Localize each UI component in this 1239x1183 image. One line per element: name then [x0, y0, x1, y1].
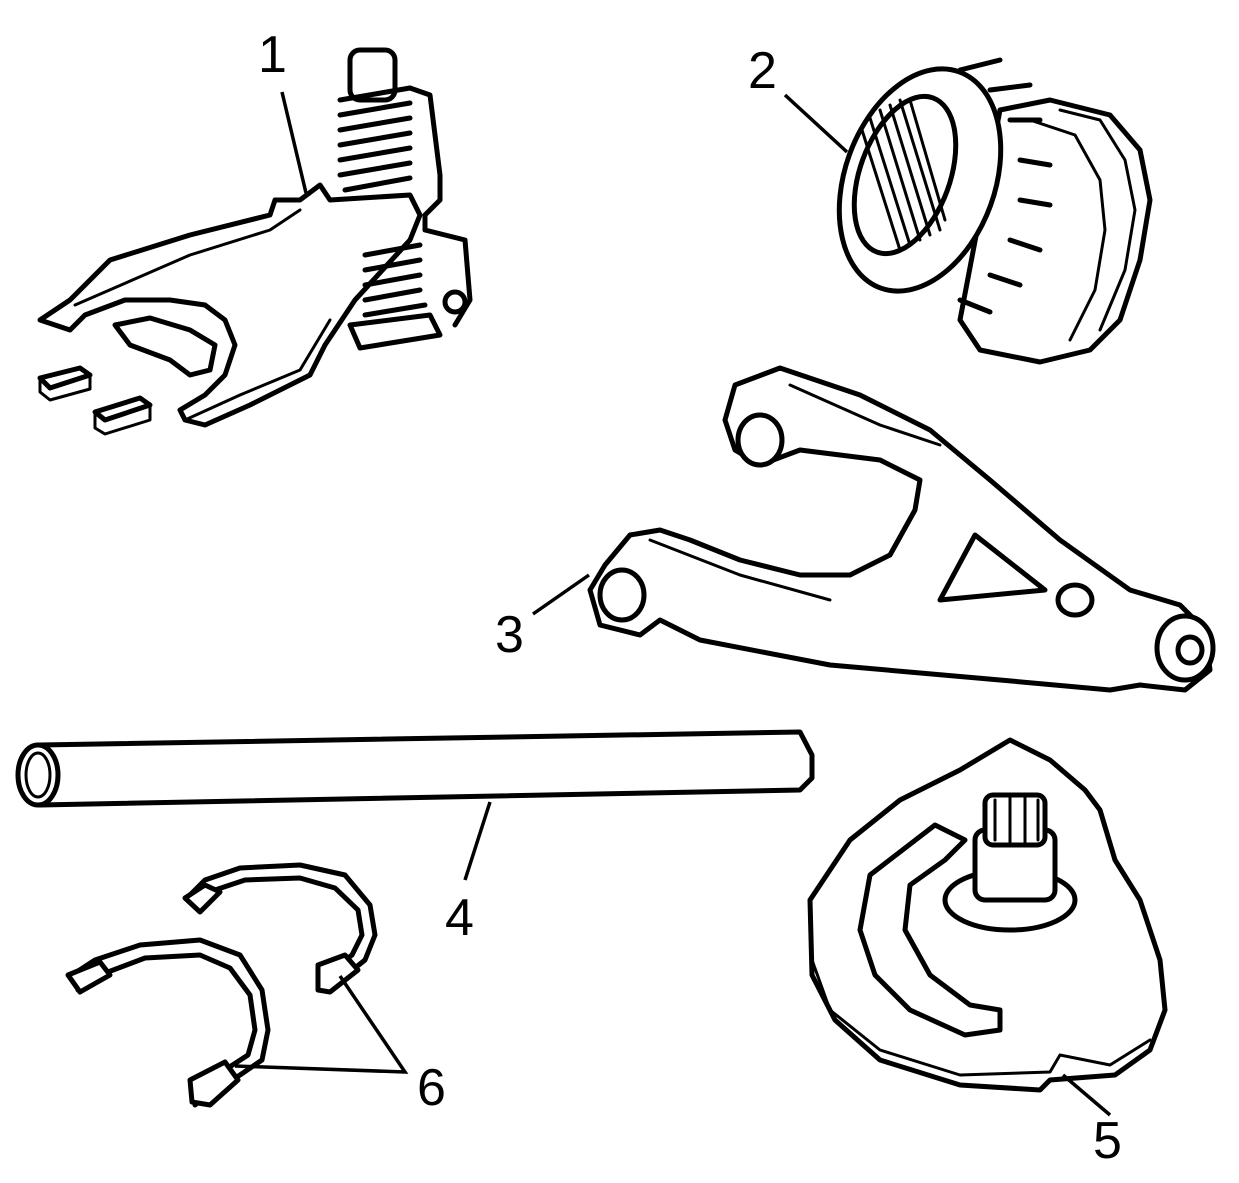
leader-line-1	[280, 91, 308, 194]
part-4-shift-rail	[15, 729, 815, 808]
sleeve-teeth	[957, 57, 1053, 315]
part-6-retaining-clips	[65, 862, 378, 1108]
callout-4: 4	[445, 889, 474, 947]
leader-line-6	[234, 975, 409, 1074]
leader-line-4	[463, 801, 492, 881]
leader-line-3	[531, 573, 591, 616]
part-1-shift-fork-assembly	[37, 47, 473, 436]
detent-spring	[337, 85, 428, 318]
callout-6: 6	[417, 1059, 446, 1117]
leader-line-5	[1061, 1073, 1112, 1117]
leader-line-2	[783, 93, 849, 154]
callout-5: 5	[1093, 1112, 1122, 1170]
part-5-selector-plate	[807, 737, 1168, 1093]
part-2-synchronizer-assembly	[836, 57, 1153, 365]
spline-teeth	[860, 98, 947, 252]
callout-labels: 1 2 3 4 5 6	[258, 26, 1122, 1170]
leader-lines	[234, 91, 1112, 1117]
callout-2: 2	[748, 42, 777, 100]
callout-3: 3	[495, 606, 524, 664]
callout-1: 1	[258, 26, 287, 84]
part-3-shift-lever	[587, 365, 1216, 693]
